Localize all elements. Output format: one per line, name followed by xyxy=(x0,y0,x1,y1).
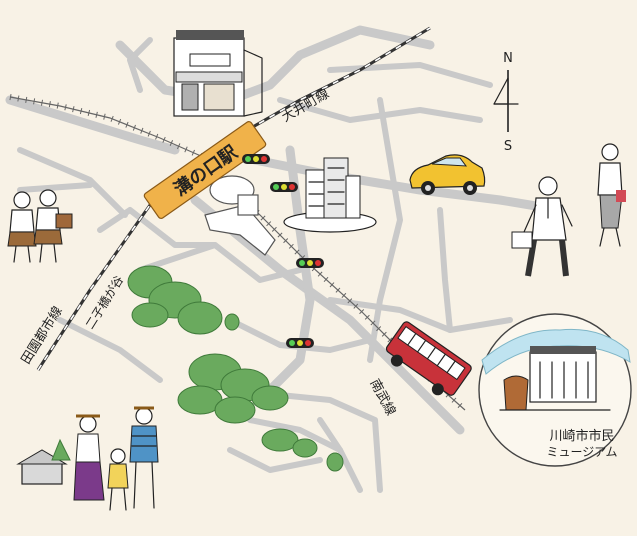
storefront-building-icon xyxy=(173,30,263,117)
businessman-person-icon xyxy=(511,176,573,277)
tree-cluster xyxy=(127,265,344,472)
label-futagogawa: 二子橋が谷 xyxy=(82,273,127,332)
bus-icon xyxy=(385,321,472,396)
family-person-icon xyxy=(16,406,159,511)
label-oimachi-line: 大井町線 xyxy=(279,86,332,126)
traffic-light-icon xyxy=(296,258,324,268)
taxi-icon xyxy=(409,154,486,195)
traffic-light-icon xyxy=(270,182,298,192)
traffic-light-icon xyxy=(242,154,270,164)
traffic-light-icon xyxy=(286,338,314,348)
woman-person-icon xyxy=(597,143,626,247)
museum-label-line2: ミュージアム xyxy=(547,445,618,459)
compass-icon: N S xyxy=(493,51,519,154)
city-buildings-icon xyxy=(283,157,377,233)
compass-south: S xyxy=(504,139,512,154)
museum-inset: 川崎市市民 ミュージアム xyxy=(478,313,632,467)
label-nambu-line: 南武線 xyxy=(366,376,398,418)
museum-label-line1: 川崎市市民 xyxy=(549,428,614,444)
label-denentoshi-line: 田園都市線 xyxy=(18,304,66,368)
students-person-icon xyxy=(7,189,73,263)
station-building xyxy=(204,175,276,256)
compass-north: N xyxy=(503,51,513,66)
railway-oimachi xyxy=(9,94,212,163)
